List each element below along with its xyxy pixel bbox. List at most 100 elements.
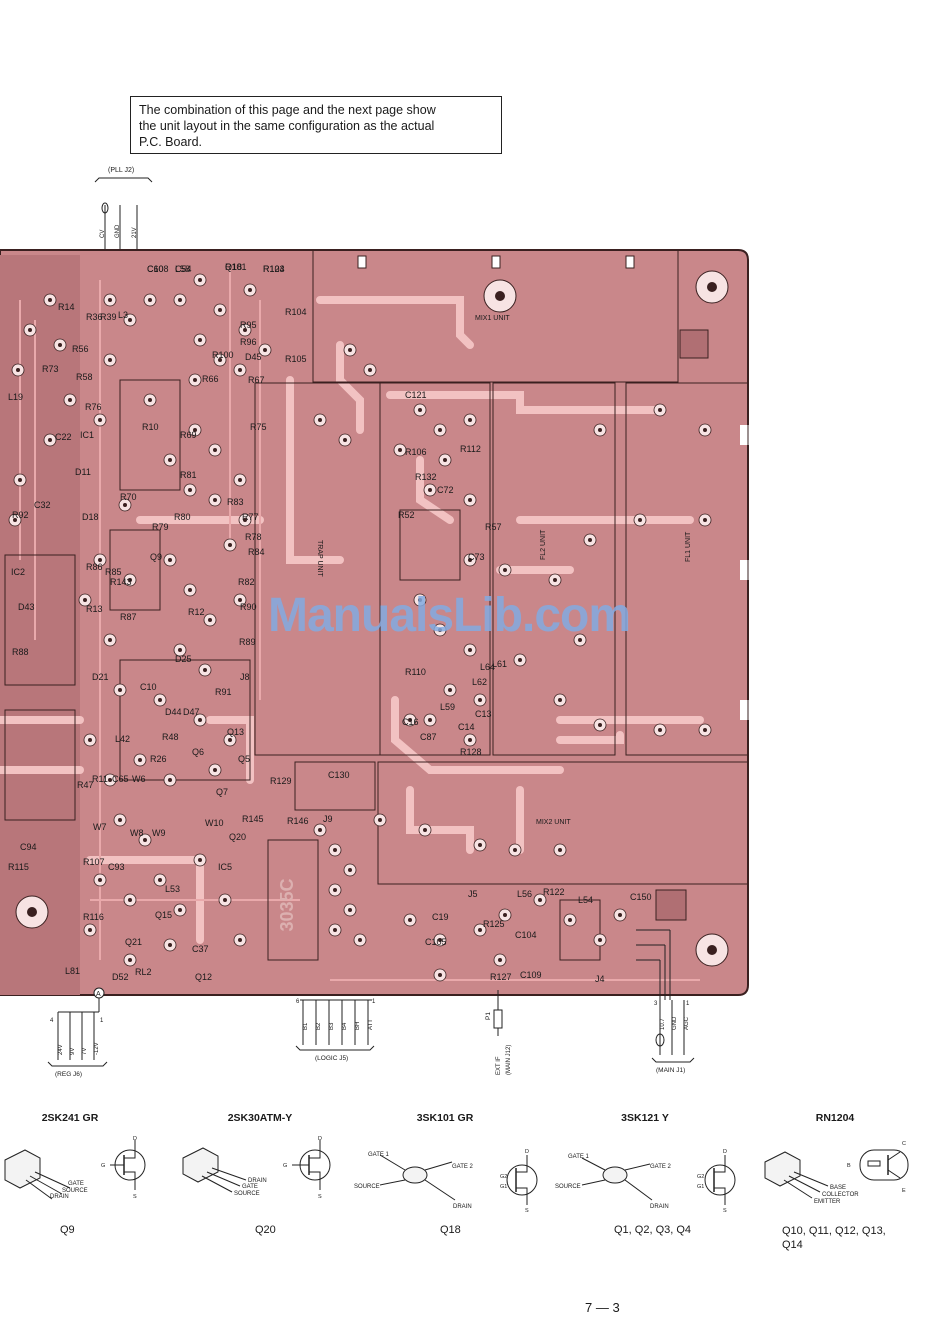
pll-pin-cv: CV	[100, 230, 106, 238]
pcb-pad-hole	[88, 928, 92, 932]
component-ref-label: L81	[65, 966, 80, 976]
component-ref-label: R14	[58, 302, 75, 312]
pcb-pad-hole	[348, 908, 352, 912]
component-ref-label: R36	[86, 312, 103, 322]
pcb-pad-hole	[58, 343, 62, 347]
component-ref-label: R129	[270, 776, 292, 786]
component-ref-label: R103	[263, 264, 285, 274]
component-ref-label: R95	[240, 320, 257, 330]
component-ref-label: R86	[86, 562, 103, 572]
main-j1-pin-107: 10.7	[660, 1018, 666, 1030]
pcb-pad-hole	[238, 938, 242, 942]
component-ref-label: R76	[85, 402, 102, 412]
2sk30atm-package: DRAIN GATE SOURCE D G S	[182, 1136, 331, 1200]
logic-pin-b2: B2	[316, 1022, 322, 1030]
component-ref-label: C104	[515, 930, 537, 940]
component-ref-label: C150	[630, 892, 652, 902]
pcb-pad-hole	[703, 518, 707, 522]
pcb-pad-hole	[158, 698, 162, 702]
pcb-pad-hole	[498, 958, 502, 962]
pcb-pad-hole	[48, 438, 52, 442]
pcb-pad-hole	[503, 913, 507, 917]
component-ref-label: R10	[142, 422, 159, 432]
component-ref-label: Q7	[216, 787, 228, 797]
component-ref-label: R128	[460, 747, 482, 757]
unit-labels: MIX1 UNIT TRAP UNIT FL2 UNIT FL1 UNIT MI…	[316, 315, 692, 826]
component-ref-label: C87	[420, 732, 437, 742]
component-ref-label: L3	[118, 310, 128, 320]
component-ref-label: C37	[192, 944, 209, 954]
component-ref-label: C10	[140, 682, 157, 692]
pcb-pad-hole	[348, 348, 352, 352]
pcb-pad-hole	[198, 718, 202, 722]
component-ref-label: L59	[440, 702, 455, 712]
pcb-pad-hole	[208, 618, 212, 622]
mix1-unit-label: MIX1 UNIT	[475, 315, 510, 322]
component-ref-label: L62	[472, 677, 487, 687]
mix2-unit-label: MIX2 UNIT	[536, 819, 571, 826]
component-ref-label: R122	[543, 887, 565, 897]
component-ref-label: IC1	[80, 430, 94, 440]
pcb-pad-hole	[188, 488, 192, 492]
pcb-pad-hole	[193, 378, 197, 382]
component-ref-label: Q18	[225, 262, 242, 272]
component-ref-label: Q5	[238, 754, 250, 764]
pcb-pad-hole	[158, 878, 162, 882]
logic-j5-connector: 6 1 B1 B2 B3 B4 BH ATT (LOGIC J5)	[295, 999, 376, 1062]
component-ref-label: R66	[202, 374, 219, 384]
pcb-pad-hole	[618, 913, 622, 917]
reg-pin-7v: 7V	[82, 1048, 88, 1055]
component-ref-label: C65	[112, 774, 129, 784]
2sk241-package: GATE SOURCE DRAIN D G S	[4, 1136, 146, 1200]
3sk121-lead-source: SOURCE	[555, 1184, 581, 1190]
pcb-pad-hole	[468, 418, 472, 422]
pcb-pad-hole	[148, 298, 152, 302]
pcb-pad-hole	[228, 738, 232, 742]
component-ref-label: L54	[578, 895, 593, 905]
pcb-pad-hole	[348, 868, 352, 872]
component-ref-label: R70	[120, 492, 137, 502]
component-ref-label: C109	[520, 970, 542, 980]
component-ref-label: IC2	[11, 567, 25, 577]
pcb-pad-hole	[128, 958, 132, 962]
2sk241-pin-g: G	[101, 1163, 105, 1169]
part-title-2sk241: 2SK241 GR	[41, 1112, 99, 1124]
main-j1-pin-agc: AGC	[684, 1016, 690, 1030]
component-ref-label: RL2	[135, 967, 152, 977]
3sk121-pin-d: D	[723, 1149, 727, 1155]
component-ref-label: C93	[108, 862, 125, 872]
component-ref-label: C54	[175, 264, 192, 274]
pll-j2-connector: (PLL J2) CV GND 21V	[94, 167, 153, 260]
reg-j6-connector: A 4 1 24V 9V 7V -12V (REG J6)	[47, 987, 108, 1078]
component-ref-label: J9	[323, 814, 333, 824]
pcb-pad-hole	[538, 898, 542, 902]
reg-pin-12v: -12V	[94, 1042, 100, 1055]
pcb-pad-hole	[478, 698, 482, 702]
component-ref-label: L53	[165, 884, 180, 894]
pcb-pad-hole	[428, 718, 432, 722]
rn1204-pin-e: E	[902, 1188, 906, 1194]
component-ref-label: C94	[20, 842, 37, 852]
3sk101-pin-s: S	[525, 1208, 529, 1214]
component-ref-label: R116	[83, 912, 104, 922]
component-ref-label: R77	[242, 512, 259, 522]
component-ref-label: R112	[460, 444, 481, 454]
pcb-pad-hole	[118, 688, 122, 692]
pcb-pad-hole	[248, 288, 252, 292]
pcb-pad-hole	[438, 428, 442, 432]
pcb-pad-hole	[703, 728, 707, 732]
component-ref-label: R69	[180, 430, 197, 440]
component-ref-label: C22	[55, 432, 72, 442]
component-ref-label: L58	[175, 264, 190, 274]
component-ref-label: R132	[415, 472, 437, 482]
component-ref-label: D44	[165, 707, 182, 717]
pcb-pad-hole	[518, 658, 522, 662]
component-ref-label: Q12	[195, 972, 212, 982]
refs-3sk121: Q1, Q2, Q3, Q4	[614, 1224, 692, 1236]
note-line-1: The combination of this page and the nex…	[139, 103, 436, 117]
component-ref-label: R39	[100, 312, 117, 322]
3sk121-lead-gate2: GATE 2	[650, 1164, 672, 1170]
component-ref-label: L42	[115, 734, 130, 744]
pcb-pad-hole	[228, 543, 232, 547]
